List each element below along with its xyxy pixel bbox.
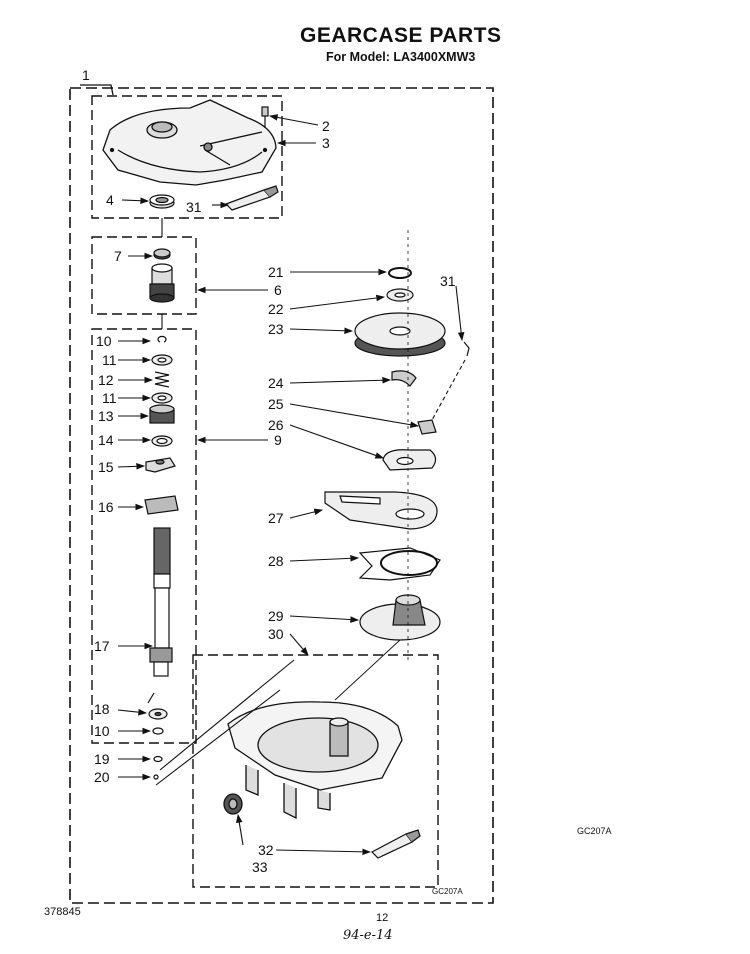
page-number: 12 <box>376 912 389 924</box>
callout-32: 33 <box>252 859 268 875</box>
screw-drawing <box>261 106 269 128</box>
callout-31-top: 31 <box>186 199 202 215</box>
callout-11-a: 11 <box>102 352 117 368</box>
shaft-parts-group-box <box>91 328 197 744</box>
grease-tube-top-drawing <box>224 185 279 211</box>
callout-21: 21 <box>268 264 284 280</box>
gearcase-cover-drawing <box>102 99 277 186</box>
callout-29: 29 <box>268 608 284 624</box>
callout-1: 1 <box>82 67 90 83</box>
callout-9: 9 <box>274 432 282 448</box>
callout-16: 16 <box>98 499 114 515</box>
gear-stack-drawing <box>324 267 470 641</box>
handwritten-date: 94-e-14 <box>343 928 393 943</box>
outer-assembly-frame <box>69 84 494 904</box>
callout-22: 22 <box>268 301 284 317</box>
figure-code-inside: GC207A <box>432 887 463 896</box>
callout-14: 14 <box>98 432 114 448</box>
callout-7: 7 <box>114 248 122 264</box>
part-callouts: 1 2 3 4 31 7 6 10 11 12 11 13 14 9 15 16… <box>82 67 456 875</box>
callout-3: 3 <box>322 135 330 151</box>
callout-30: 30 <box>268 626 284 642</box>
gearcase-housing-group-box <box>192 654 439 888</box>
model-subtitle: For Model: LA3400XMW3 <box>326 50 476 64</box>
callout-20: 20 <box>94 769 110 785</box>
callout-2: 2 <box>322 118 330 134</box>
callout-23: 23 <box>268 321 284 337</box>
callout-6: 6 <box>274 282 282 298</box>
bearing-and-pinion-drawing <box>149 248 175 303</box>
callout-15: 15 <box>98 459 114 475</box>
callout-10-b: 10 <box>94 723 110 739</box>
callout-12: 12 <box>98 372 114 388</box>
gearcase-housing-drawing <box>223 701 403 820</box>
figure-code-outside: GC207A <box>577 826 612 836</box>
document-number: 378845 <box>44 906 81 918</box>
callout-18: 18 <box>94 701 110 717</box>
callout-33: 31 <box>440 273 456 289</box>
callout-19: 19 <box>94 751 110 767</box>
shaft-top-group-box <box>91 236 197 315</box>
callout-4: 4 <box>106 192 114 208</box>
callout-24: 24 <box>268 375 284 391</box>
callout-31-bottom: 32 <box>258 842 274 858</box>
cover-group-box <box>91 95 283 219</box>
callout-10-a: 10 <box>96 333 112 349</box>
callout-25: 25 <box>268 396 284 412</box>
callout-26: 26 <box>268 417 284 433</box>
page-title: GEARCASE PARTS <box>300 24 502 47</box>
callout-17: 17 <box>94 638 110 654</box>
shaft-stack-drawing <box>144 335 179 780</box>
grease-tube-bottom-drawing <box>371 829 421 859</box>
callout-28: 28 <box>268 553 284 569</box>
callout-27: 27 <box>268 510 284 526</box>
leader-lines <box>117 114 466 856</box>
callout-13: 13 <box>98 408 114 424</box>
callout-11-b: 11 <box>102 390 117 406</box>
bearing-drawing <box>149 194 175 209</box>
